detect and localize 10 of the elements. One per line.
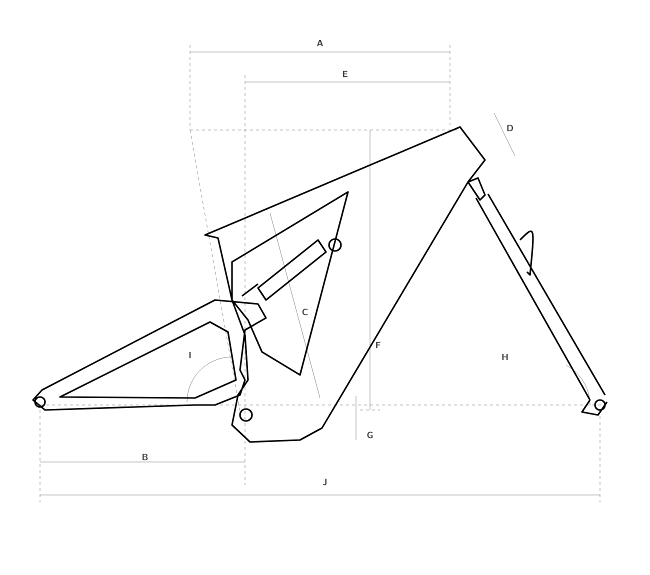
dimension-letter: H xyxy=(502,354,508,360)
dimension-letter: F xyxy=(376,342,380,348)
dimension-letter: E xyxy=(342,70,348,78)
dimension-letter: C xyxy=(302,308,308,316)
dimension-letter: J xyxy=(323,478,326,486)
dimension-letter: I xyxy=(189,352,191,358)
dimension-letter: A xyxy=(317,40,323,46)
dimension-letter: D xyxy=(507,124,514,132)
dimension-letter: G xyxy=(367,432,373,438)
dimension-letter: B xyxy=(142,454,148,460)
